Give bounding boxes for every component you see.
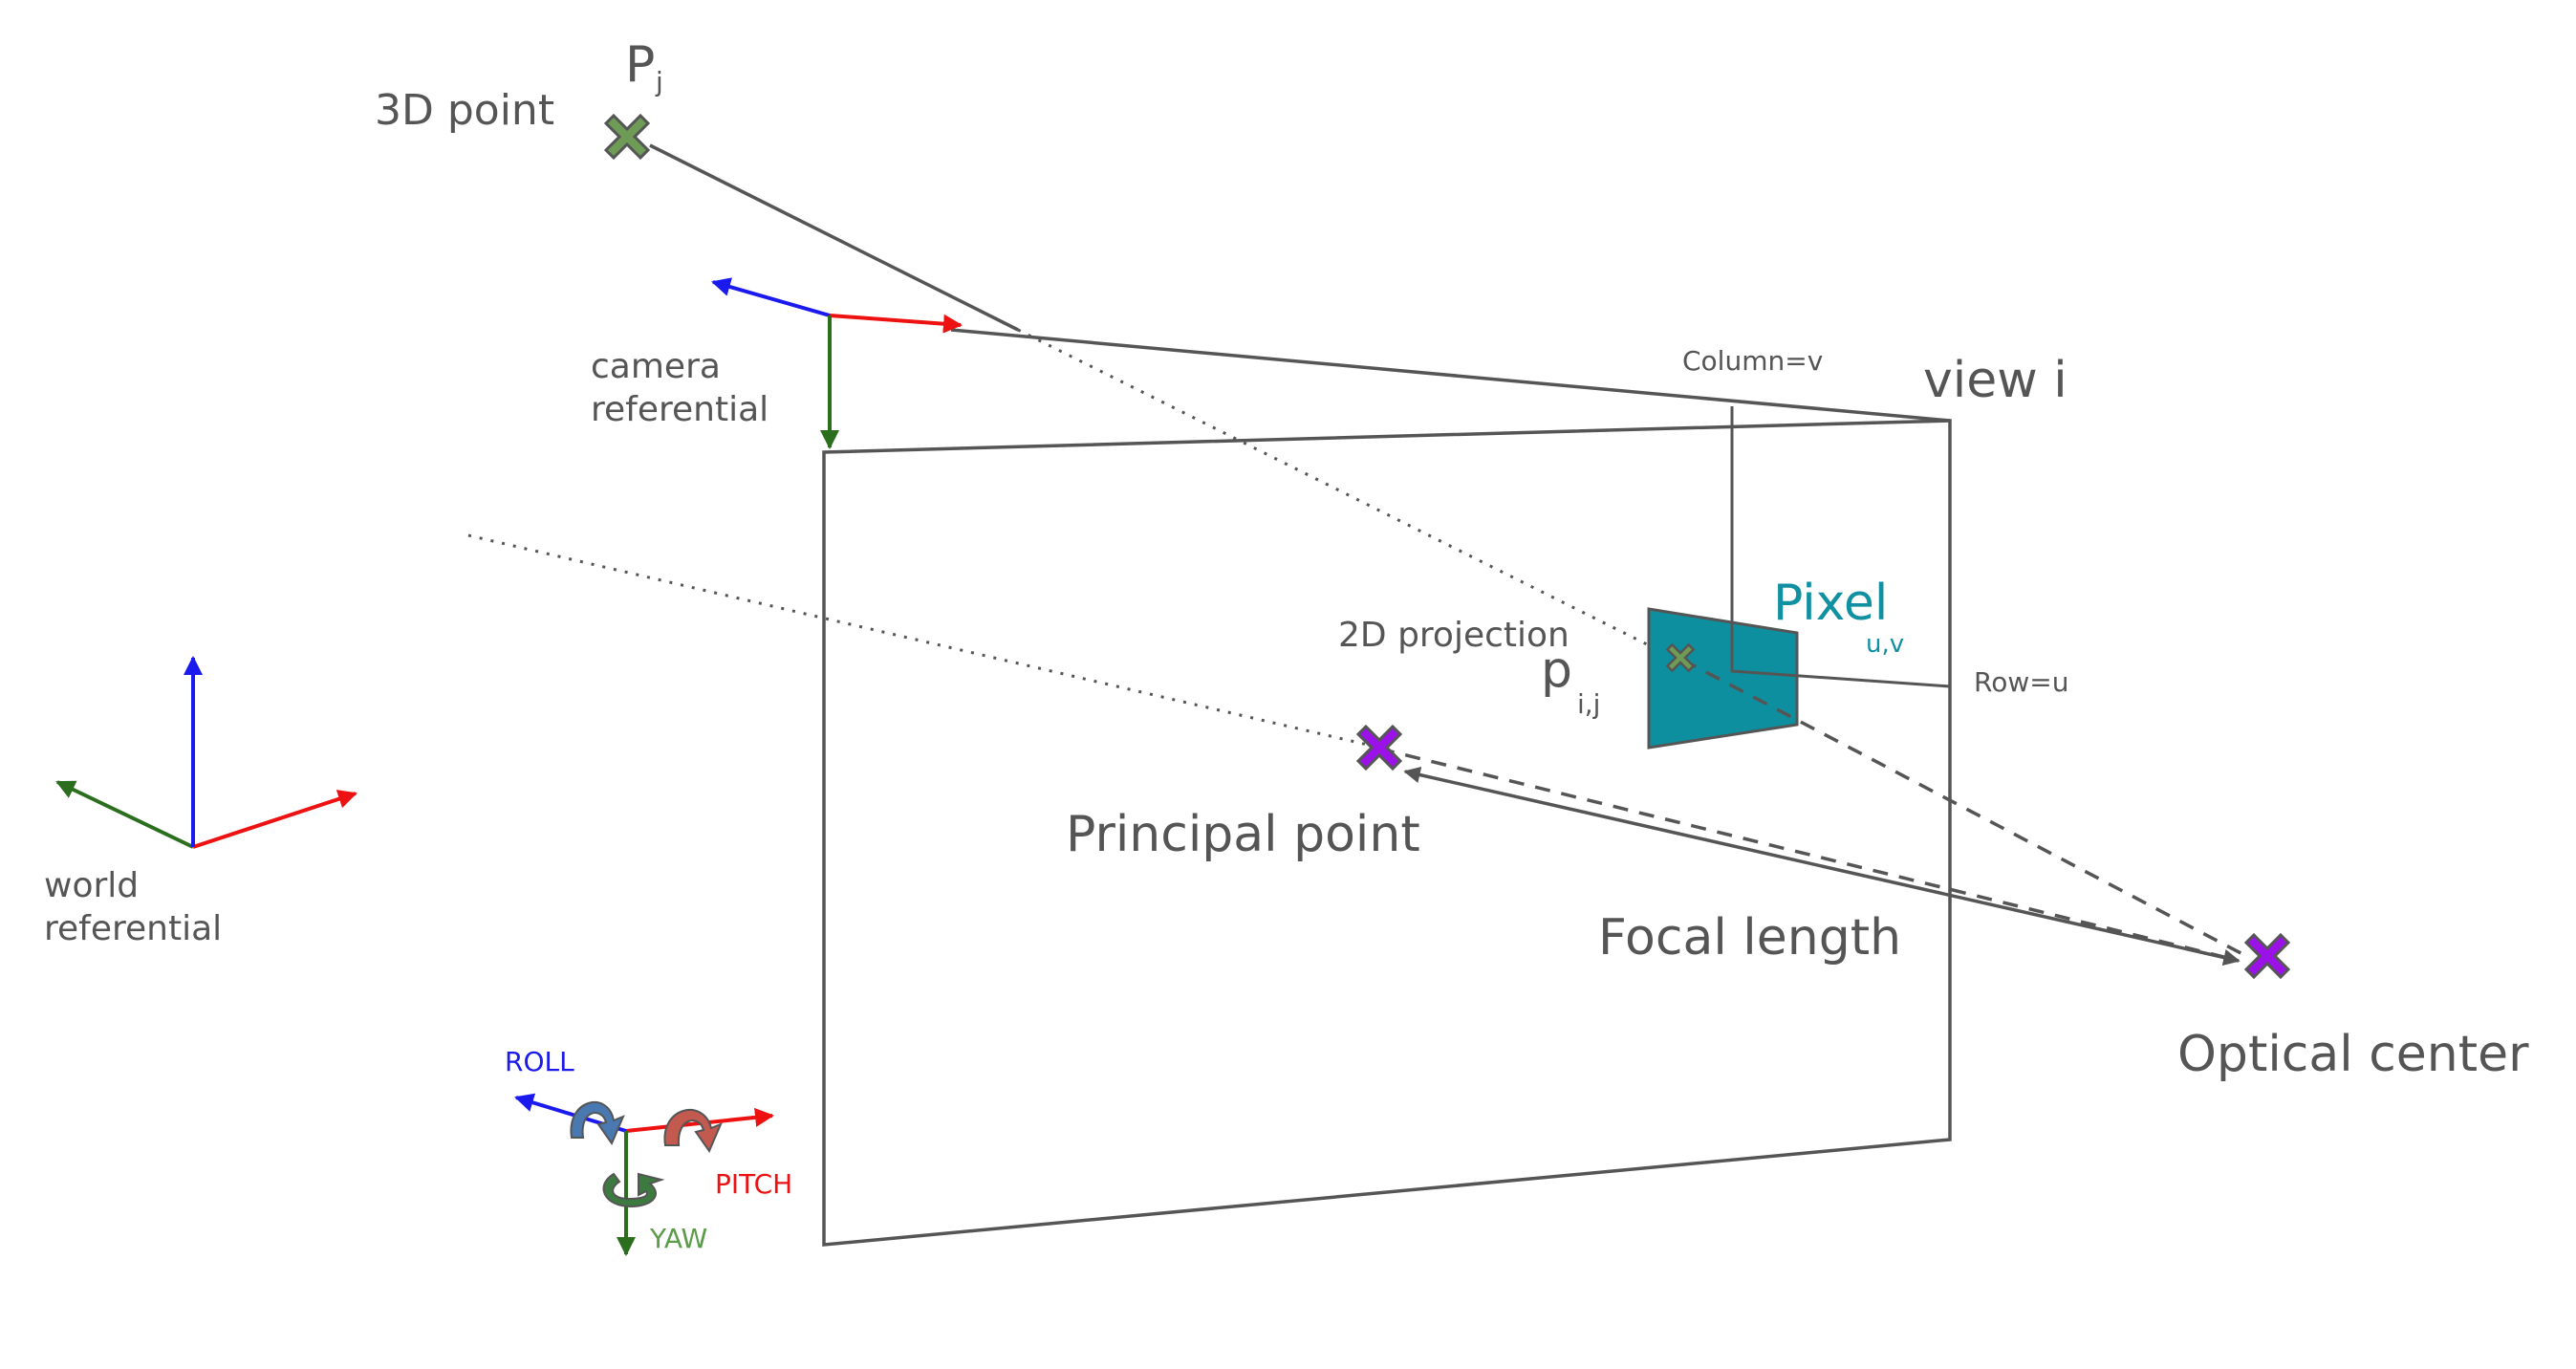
principal-point-x-mark-icon — [1356, 725, 1402, 771]
world-y-axis — [55, 780, 194, 849]
principal-point-label: Principal point — [1066, 806, 1420, 863]
pixel-quad — [1647, 607, 1799, 750]
projection-label: 2D projection — [1338, 616, 1569, 655]
camera-referential-line2: referential — [591, 390, 768, 429]
plane-top-edge — [950, 328, 1951, 423]
world-referential-line1: world — [44, 866, 139, 905]
point-3d-x-mark-icon — [604, 114, 650, 160]
world-referential-line2: referential — [44, 909, 222, 948]
column-label: Column=v — [1682, 345, 1823, 377]
roll-label: ROLL — [505, 1046, 574, 1077]
camera-x-axis — [829, 314, 963, 334]
optical-center-x-mark-icon — [2244, 933, 2290, 979]
projection-subscript: i,j — [1577, 688, 1600, 720]
pitch-rotation-arrow — [663, 1109, 723, 1154]
view-label: view i — [1923, 352, 2067, 409]
pixel-label: Pixel — [1773, 575, 1888, 632]
ray-3d-point-dotted — [1017, 328, 1678, 662]
optical-center-label: Optical center — [2177, 1026, 2529, 1083]
pitch-label: PITCH — [715, 1168, 792, 1200]
point-3d-label: 3D point — [375, 86, 554, 135]
pixel-subscript: u,v — [1866, 630, 1904, 659]
row-label: Row=u — [1974, 666, 2068, 698]
image-plane — [822, 419, 1952, 1247]
roll-rotation-arrow — [570, 1101, 625, 1146]
world-x-axis — [192, 790, 357, 849]
principal-axis-dotted — [467, 533, 1373, 748]
column-guide — [1730, 406, 1951, 688]
yaw-label: YAW — [649, 1223, 707, 1254]
point-3d-subscript: j — [655, 66, 663, 98]
ray-3d-point — [649, 143, 1019, 332]
projection-symbol: p — [1541, 641, 1572, 699]
focal-length-arrow — [1403, 766, 2240, 967]
camera-referential-line1: camera — [591, 347, 721, 386]
yaw-rotation-arrow — [602, 1172, 665, 1208]
point-3d-symbol: P — [625, 36, 655, 94]
camera-z-axis — [711, 277, 831, 317]
focal-length-label: Focal length — [1598, 909, 1901, 967]
